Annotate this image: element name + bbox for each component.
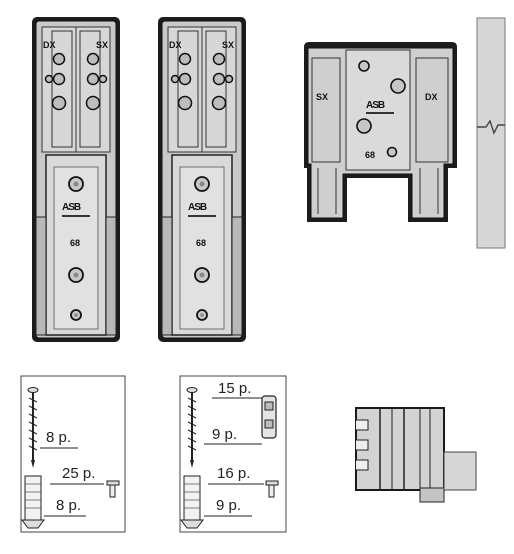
kit-b-screw-qty: 15 p. bbox=[218, 380, 251, 397]
cam-connector-icon bbox=[261, 395, 277, 439]
kit-a-dowel-qty: 8 p. bbox=[56, 497, 81, 514]
plate-number: 68 bbox=[365, 150, 375, 160]
small-screw-icon bbox=[106, 480, 120, 498]
bracket-1-number: 68 bbox=[70, 238, 80, 248]
bracket-1-left-mark: DX bbox=[43, 40, 56, 50]
hinge-bracket-2: DX SX ASB 68 bbox=[157, 16, 247, 343]
bracket-2-number: 68 bbox=[196, 238, 206, 248]
bracket-2-right-mark: SX bbox=[222, 40, 234, 50]
kit-a-small-screw-qty: 25 p. bbox=[62, 465, 95, 482]
kit-a-long-screw-qty: 8 p. bbox=[46, 429, 71, 446]
small-screw-icon bbox=[265, 480, 279, 498]
hardware-kit-a: 8 p. 25 p. 8 p. bbox=[20, 375, 126, 533]
kit-b-connector-qty: 9 p. bbox=[212, 426, 237, 443]
hinge-bracket-1: DX SX ASB 68 bbox=[31, 16, 121, 343]
bracket-2-left-mark: DX bbox=[169, 40, 182, 50]
side-clip bbox=[355, 407, 477, 503]
kit-b-small-screw-qty: 16 p. bbox=[217, 465, 250, 482]
plate-logo: ASB bbox=[366, 100, 385, 111]
bracket-1-logo: ASB bbox=[62, 202, 81, 213]
hardware-kit-b: 15 p. 9 p. 16 p. 9 p. bbox=[179, 375, 287, 533]
plate-right-mark: DX bbox=[425, 92, 438, 102]
mounting-plate: SX DX ASB 68 bbox=[304, 42, 457, 222]
long-screw-icon bbox=[27, 387, 39, 468]
panel-section bbox=[476, 17, 506, 249]
plate-left-mark: SX bbox=[316, 92, 328, 102]
long-screw-icon bbox=[186, 387, 198, 468]
dowel-icon bbox=[180, 475, 204, 529]
kit-b-dowel-qty: 9 p. bbox=[216, 497, 241, 514]
bracket-1-right-mark: SX bbox=[96, 40, 108, 50]
bracket-2-logo: ASB bbox=[188, 202, 207, 213]
dowel-icon bbox=[21, 475, 45, 529]
